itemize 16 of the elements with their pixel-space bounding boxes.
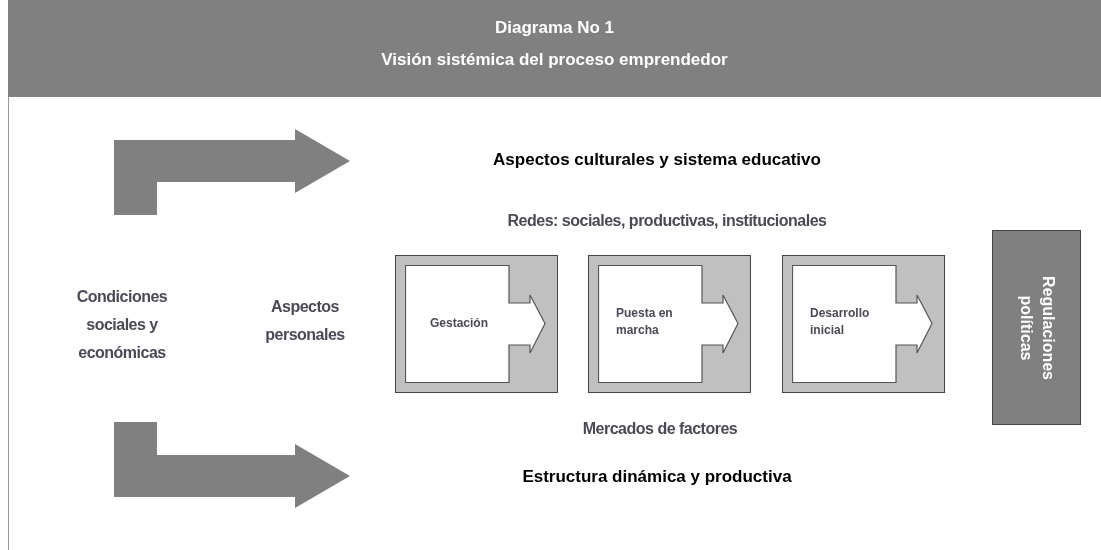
rotated-text: Regulaciones políticas [1016,274,1058,382]
heading-text: Estructura dinámica y productiva [521,467,793,487]
heading-text: Aspectos culturales y sistema educativo [492,150,822,170]
label-text: Redes: sociales, productivas, institucionales [506,212,828,230]
label-text: Aspectos personales [264,297,346,345]
label-text: Condiciones sociales y económicas [75,287,169,363]
label-text: Mercados de factores [581,420,739,438]
stage-panel [588,255,751,393]
regulation-box [992,230,1081,425]
subtitle: Visión sistémica del proceso emprendedor [380,50,729,70]
stage-panel [782,255,945,393]
stage-label: Puesta en marcha [616,305,674,339]
diagram-title: Diagrama No 1 [493,18,615,38]
stage-panel [395,255,558,393]
stage-label: Desarrollo inicial [810,305,871,339]
stage-label: Gestación [430,315,490,332]
